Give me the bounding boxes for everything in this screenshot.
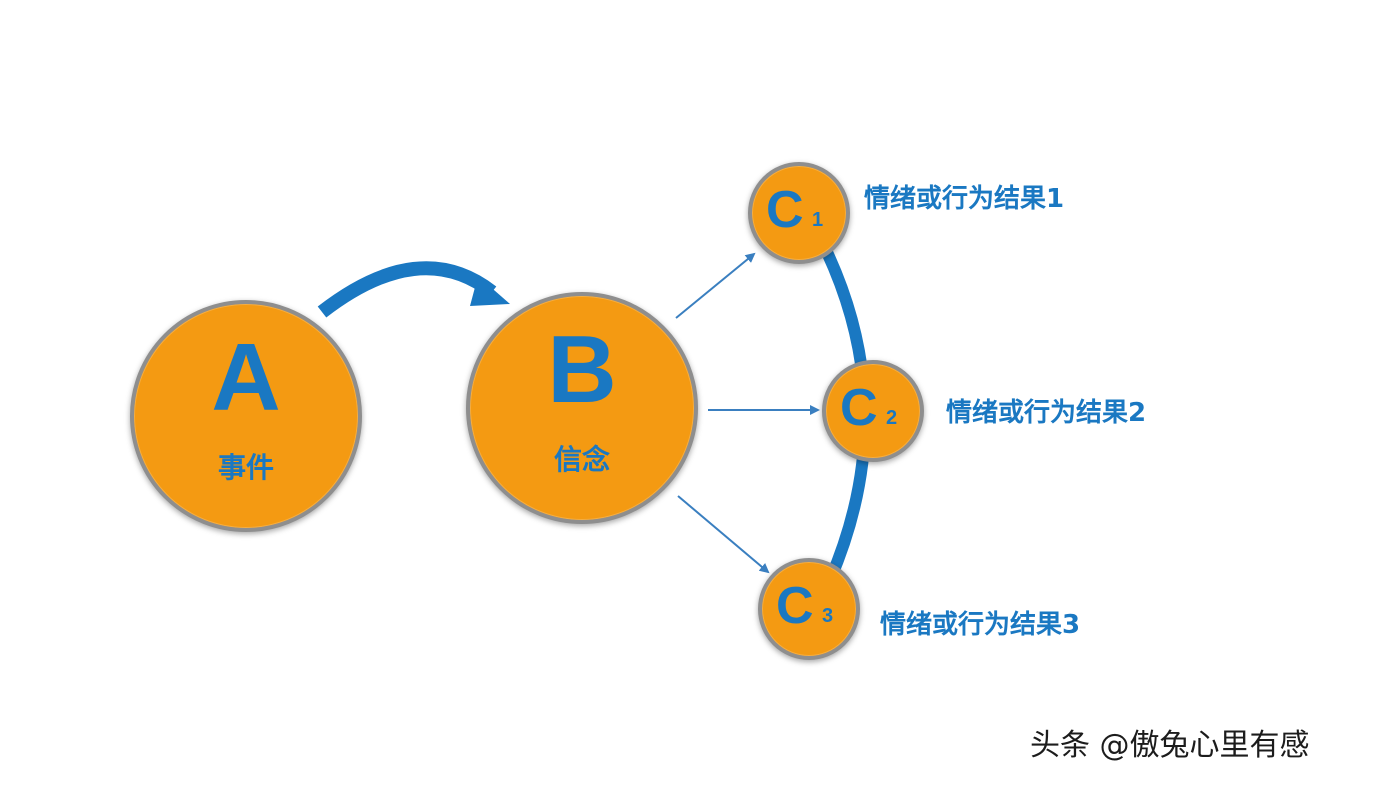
node-c3-subscript: 3: [822, 605, 834, 627]
node-c1-letter: C: [766, 181, 804, 239]
result-label-3: 情绪或行为结果3: [880, 610, 1081, 640]
watermark: 头条 @傲兔心里有感: [1030, 728, 1310, 763]
a-to-b-curved-arrow: [317, 261, 497, 318]
node-a-label: 事件: [217, 451, 274, 484]
node-c2: C 2: [822, 360, 924, 462]
node-c3-letter: C: [776, 577, 814, 635]
node-c2-subscript: 2: [886, 407, 898, 429]
node-c1: C 1: [748, 162, 850, 264]
node-c2-letter: C: [840, 379, 878, 437]
node-b-letter: B: [547, 316, 617, 423]
node-c1-subscript: 1: [812, 209, 824, 231]
node-a: A 事件: [130, 300, 362, 532]
result-label-1: 情绪或行为结果1: [864, 184, 1065, 214]
b-to-c3-arrow: [677, 495, 770, 574]
result-label-2: 情绪或行为结果2: [946, 398, 1147, 428]
a-to-b-arrowhead: [470, 276, 510, 306]
node-a-letter: A: [211, 324, 281, 431]
node-b: B 信念: [466, 292, 698, 524]
node-c3: C 3: [758, 558, 860, 660]
node-b-label: 信念: [553, 443, 610, 476]
b-to-c1-arrow: [675, 252, 756, 319]
